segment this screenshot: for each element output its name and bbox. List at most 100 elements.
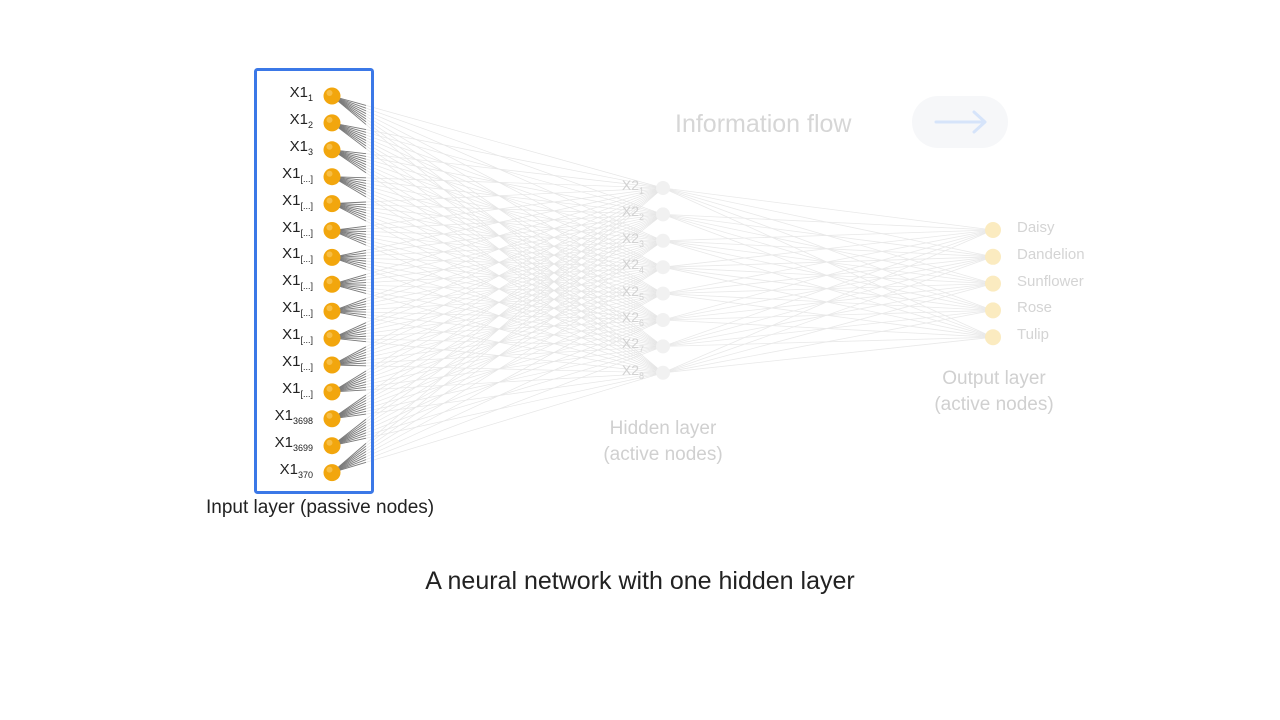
input-node xyxy=(323,383,341,401)
input-node xyxy=(323,168,341,186)
input-hidden-edge xyxy=(331,95,664,189)
input-node-label-subscript: 370 xyxy=(297,469,313,480)
input-node-label-base: X1 xyxy=(282,164,301,182)
input-node-label-subscript: [...] xyxy=(300,173,313,184)
input-node-label-subscript: [...] xyxy=(300,362,313,372)
input-node xyxy=(323,329,341,347)
input-node-label-subscript: [...] xyxy=(300,227,313,238)
hidden-node-label-base: X2 xyxy=(621,335,639,352)
input-node-label-base: X1 xyxy=(282,191,301,209)
input-hidden-edge xyxy=(331,187,664,231)
input-node-label-base: X1 xyxy=(282,272,301,290)
input-nodes xyxy=(323,87,341,482)
input-node-label-subscript: 3698 xyxy=(292,415,313,426)
hidden-node-label-base: X2 xyxy=(621,361,639,378)
information-flow-label: Information flow xyxy=(675,110,852,138)
input-node xyxy=(323,248,341,266)
input-node-label: X1[...] xyxy=(233,246,313,267)
input-node xyxy=(323,464,341,482)
hidden-output-edge xyxy=(662,283,994,374)
input-node xyxy=(323,141,341,159)
hidden-node-label: X22 xyxy=(604,203,644,225)
hidden-node-label-base: X2 xyxy=(621,177,639,193)
hidden-output-connections xyxy=(662,187,994,374)
input-hidden-edge xyxy=(331,293,664,473)
input-hidden-edge xyxy=(331,187,664,393)
input-node-label: X13698 xyxy=(233,406,313,429)
input-node-highlight xyxy=(326,385,333,392)
input-node xyxy=(323,356,341,374)
input-node-label-subscript: 3 xyxy=(307,146,313,157)
input-node-highlight xyxy=(326,278,333,285)
input-hidden-edge xyxy=(331,266,664,473)
hidden-node-label-subscript: 1 xyxy=(638,186,644,196)
output-node xyxy=(985,302,1001,319)
input-node-label: X1[...] xyxy=(233,164,313,187)
input-node-highlight xyxy=(326,143,333,150)
hidden-output-edge xyxy=(662,187,994,231)
input-hidden-edge xyxy=(331,372,664,473)
input-node xyxy=(323,437,341,455)
hidden-output-edge xyxy=(662,214,994,231)
input-node-label: X11 xyxy=(233,85,313,106)
hidden-node-label-subscript: 5 xyxy=(638,291,644,302)
input-hidden-edge xyxy=(331,176,664,189)
input-node-label-subscript: [...] xyxy=(300,254,313,265)
input-hidden-edge xyxy=(331,187,664,446)
right-arrow-icon xyxy=(934,110,987,134)
hidden-output-edge xyxy=(662,229,994,242)
input-node-highlight xyxy=(326,116,333,123)
information-flow-arrow xyxy=(912,96,1008,148)
faded-connections xyxy=(331,95,664,473)
input-node-label-base: X1 xyxy=(274,433,293,451)
output-node xyxy=(985,222,1001,238)
hidden-output-edge xyxy=(662,310,994,374)
hidden-output-edge xyxy=(662,229,994,347)
hidden-node xyxy=(656,339,670,354)
input-node-label-subscript: [...] xyxy=(300,200,313,211)
input-node-label-base: X1 xyxy=(289,137,308,155)
input-hidden-edge xyxy=(331,187,664,420)
input-hidden-edge xyxy=(331,187,664,258)
input-node-label-base: X1 xyxy=(282,326,301,344)
input-node-highlight xyxy=(326,332,333,339)
hidden-node-label-base: X2 xyxy=(621,256,639,273)
input-node-label-base: X1 xyxy=(282,218,301,236)
input-node-highlight xyxy=(326,170,333,177)
hidden-node xyxy=(656,286,670,301)
hidden-node-label: X25 xyxy=(604,283,644,305)
input-hidden-edge xyxy=(331,187,664,285)
hidden-node-label: X28 xyxy=(604,362,644,384)
input-node-highlight xyxy=(326,224,333,231)
input-hidden-edge xyxy=(331,187,664,339)
input-hidden-edge xyxy=(331,187,664,204)
input-node xyxy=(323,114,341,132)
input-node-label-base: X1 xyxy=(274,406,293,424)
input-hidden-edge xyxy=(331,187,664,473)
input-node-highlight xyxy=(326,412,333,419)
input-hidden-edge xyxy=(331,240,664,473)
input-node xyxy=(323,302,341,320)
output-node-label: Dandelion xyxy=(1017,245,1085,263)
input-node-label-subscript: 1 xyxy=(307,93,313,103)
input-node xyxy=(323,222,341,239)
input-node-label: X13 xyxy=(233,137,313,160)
input-node-label: X1[...] xyxy=(233,380,313,402)
input-node-label: X1370 xyxy=(233,461,313,483)
output-node-label: Sunflower xyxy=(1017,272,1084,290)
input-node-label: X1[...] xyxy=(233,273,313,294)
hidden-node-label-subscript: 7 xyxy=(638,344,644,355)
input-hidden-edge xyxy=(331,214,664,473)
input-node-label: X1[...] xyxy=(233,218,313,241)
input-node-label-subscript: 3699 xyxy=(292,442,313,453)
output-node xyxy=(985,248,1001,265)
hidden-node xyxy=(656,365,670,380)
input-hidden-edge xyxy=(331,187,664,312)
output-layer-caption-line1: Output layer xyxy=(942,368,1046,389)
input-layer-caption: Input layer (passive nodes) xyxy=(206,497,435,518)
input-node-label-subscript: [...] xyxy=(300,388,313,399)
hidden-node-label: X24 xyxy=(604,256,644,278)
hidden-node-label-subscript: 2 xyxy=(638,212,644,223)
